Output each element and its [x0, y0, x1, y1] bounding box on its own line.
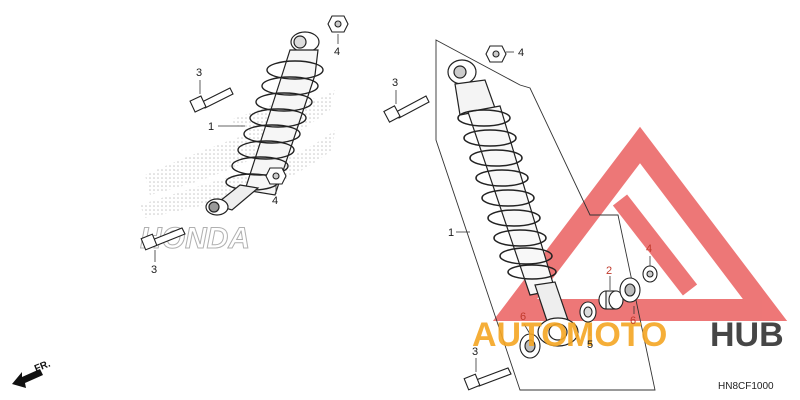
watermark-part-c: HUB — [710, 316, 784, 354]
callout-left-shock: 1 — [208, 121, 214, 133]
left-leader-lines — [154, 34, 339, 262]
callout-right-seal: 5 — [587, 339, 593, 351]
callout-left-bottom-bolt: 3 — [151, 264, 157, 276]
arrow-icon — [12, 369, 43, 388]
watermark-part-b: MOTO — [566, 316, 667, 354]
right-collar — [598, 290, 624, 310]
callout-right-bearing-right: 6 — [630, 315, 636, 327]
right-shock-absorber — [447, 59, 579, 347]
diagram-code: HN8CF1000 — [718, 381, 774, 392]
watermark-part-a: AUTO — [472, 316, 568, 354]
assembly-outline — [435, 39, 656, 391]
callout-right-bearing-left: 6 — [520, 311, 526, 323]
site-watermark: AUTO MOTO HUB — [472, 316, 784, 354]
right-side-nut — [642, 265, 658, 283]
right-seal — [579, 301, 597, 323]
right-top-bolt — [383, 95, 430, 123]
left-bottom-bolt — [140, 227, 186, 251]
callout-left-top-bolt: 3 — [196, 67, 202, 79]
front-direction-arrow: FR. — [12, 358, 52, 388]
right-top-nut — [485, 45, 507, 63]
left-top-nut — [327, 15, 349, 33]
left-shock-absorber — [205, 31, 324, 216]
callout-left-top-nut: 4 — [334, 46, 340, 58]
right-bearing-left — [519, 333, 541, 359]
triangle-watermark — [492, 126, 788, 321]
callout-left-lower-nut: 4 — [272, 195, 278, 207]
direction-label: FR. — [33, 358, 52, 374]
callout-right-collar: 2 — [606, 265, 612, 277]
right-spring — [457, 109, 557, 280]
callout-right-top-nut: 4 — [518, 47, 524, 59]
right-bottom-bolt — [463, 367, 512, 391]
right-bearing-right — [619, 277, 641, 303]
callout-right-shock: 1 — [448, 227, 454, 239]
callout-right-bottom-bolt: 3 — [472, 346, 478, 358]
left-top-bolt — [189, 87, 234, 113]
callout-right-side-nut: 4 — [646, 243, 652, 255]
left-lower-nut — [265, 167, 287, 185]
left-spring — [225, 60, 324, 191]
right-leader-lines — [395, 51, 651, 372]
callout-right-top-bolt: 3 — [392, 77, 398, 89]
